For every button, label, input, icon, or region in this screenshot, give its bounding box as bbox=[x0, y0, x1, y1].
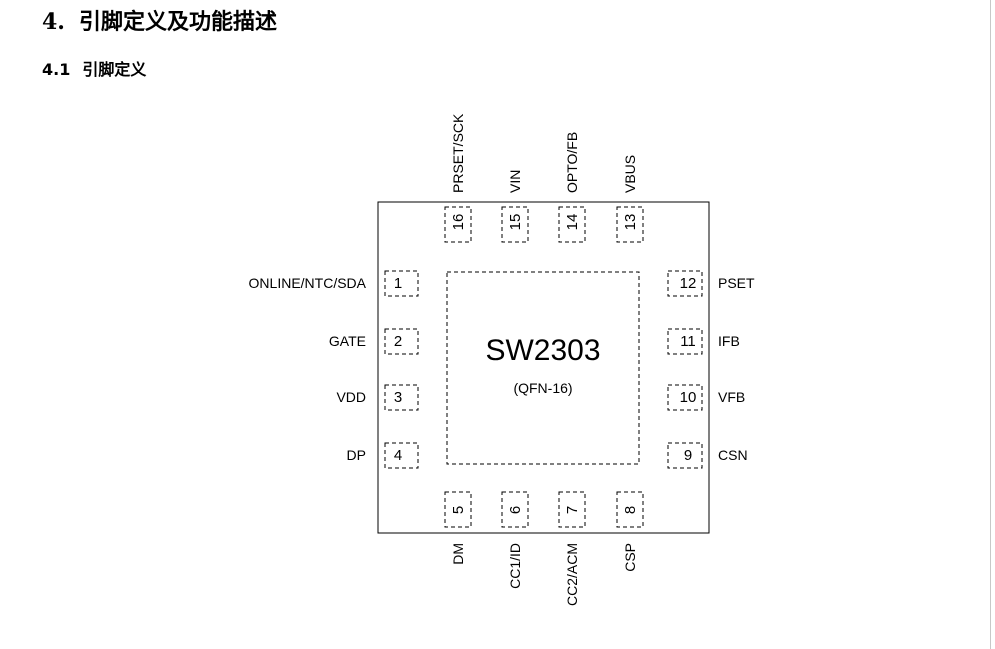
pin-13-number: 13 bbox=[622, 214, 639, 231]
pin-6-number: 6 bbox=[507, 506, 524, 514]
pin-6-label: CC1/ID bbox=[507, 543, 523, 589]
section-heading: 4. 引脚定义及功能描述 bbox=[42, 6, 277, 38]
pin-4-number: 4 bbox=[394, 447, 402, 464]
pin-10-number: 10 bbox=[680, 389, 697, 406]
pin-11-pad bbox=[667, 328, 703, 355]
pin-4-label: DP bbox=[347, 447, 366, 463]
pin-12-label: PSET bbox=[718, 275, 755, 291]
pin-14-pad bbox=[558, 206, 586, 243]
section-title: 引脚定义及功能描述 bbox=[78, 9, 277, 35]
pin-12-number: 12 bbox=[680, 275, 697, 292]
pin-1-number: 1 bbox=[394, 275, 402, 292]
exposed-pad bbox=[446, 271, 640, 465]
pin-10-label: VFB bbox=[718, 389, 745, 405]
pin-7-label: CC2/ACM bbox=[564, 543, 580, 606]
pin-9-label: CSN bbox=[718, 447, 748, 463]
pin-4-pad bbox=[384, 442, 419, 469]
pin-9-pad bbox=[667, 442, 703, 469]
pin-5-number: 5 bbox=[450, 506, 467, 514]
pin-2-label: GATE bbox=[329, 333, 366, 349]
pin-15-number: 15 bbox=[507, 214, 524, 231]
package-outline bbox=[377, 201, 710, 534]
pin-1-pad bbox=[384, 270, 419, 297]
pin-13-pad bbox=[616, 206, 644, 243]
pin-10-pad bbox=[667, 384, 703, 411]
pin-5-pad bbox=[444, 491, 472, 528]
pin-5-label: DM bbox=[450, 543, 466, 565]
pin-16-label: PRSET/SCK bbox=[450, 113, 466, 193]
pin-7-number: 7 bbox=[564, 506, 581, 514]
pin-14-label: OPTO/FB bbox=[564, 132, 580, 193]
page-edge-divider bbox=[990, 0, 991, 649]
section-number: 4. bbox=[42, 9, 65, 35]
pin-15-label: VIN bbox=[507, 170, 523, 193]
pin-13-label: VBUS bbox=[622, 155, 638, 193]
pin-2-pad bbox=[384, 328, 419, 355]
pin-16-number: 16 bbox=[450, 214, 467, 231]
pin-9-number: 9 bbox=[684, 447, 692, 464]
pin-11-number: 11 bbox=[680, 333, 696, 350]
pin-16-pad bbox=[444, 206, 472, 243]
subsection-title: 引脚定义 bbox=[82, 60, 147, 79]
subsection-number: 4.1 bbox=[42, 60, 71, 79]
pin-3-pad bbox=[384, 384, 419, 411]
pin-6-pad bbox=[501, 491, 529, 528]
pin-2-number: 2 bbox=[394, 333, 402, 350]
pin-15-pad bbox=[501, 206, 529, 243]
pins-layer: 1 ONLINE/NTC/SDA 2 GATE 3 VDD 4 DP 9 CSN 10 VFB 11 IF… bbox=[249, 113, 755, 606]
pin-14-number: 14 bbox=[564, 214, 581, 231]
pin-8-pad bbox=[616, 491, 644, 528]
chip-name: SW2303 bbox=[485, 334, 600, 367]
pin-11-label: IFB bbox=[718, 333, 740, 349]
pin-8-label: CSP bbox=[622, 543, 638, 572]
pin-3-number: 3 bbox=[394, 389, 402, 406]
pin-8-number: 8 bbox=[622, 506, 639, 514]
pin-12-pad bbox=[667, 270, 703, 297]
pin-3-label: VDD bbox=[336, 389, 366, 405]
chip-package: (QFN-16) bbox=[513, 380, 572, 396]
pin-7-pad bbox=[558, 491, 586, 528]
subsection-heading: 4.1 引脚定义 bbox=[42, 58, 146, 82]
pin-1-label: ONLINE/NTC/SDA bbox=[249, 275, 367, 291]
